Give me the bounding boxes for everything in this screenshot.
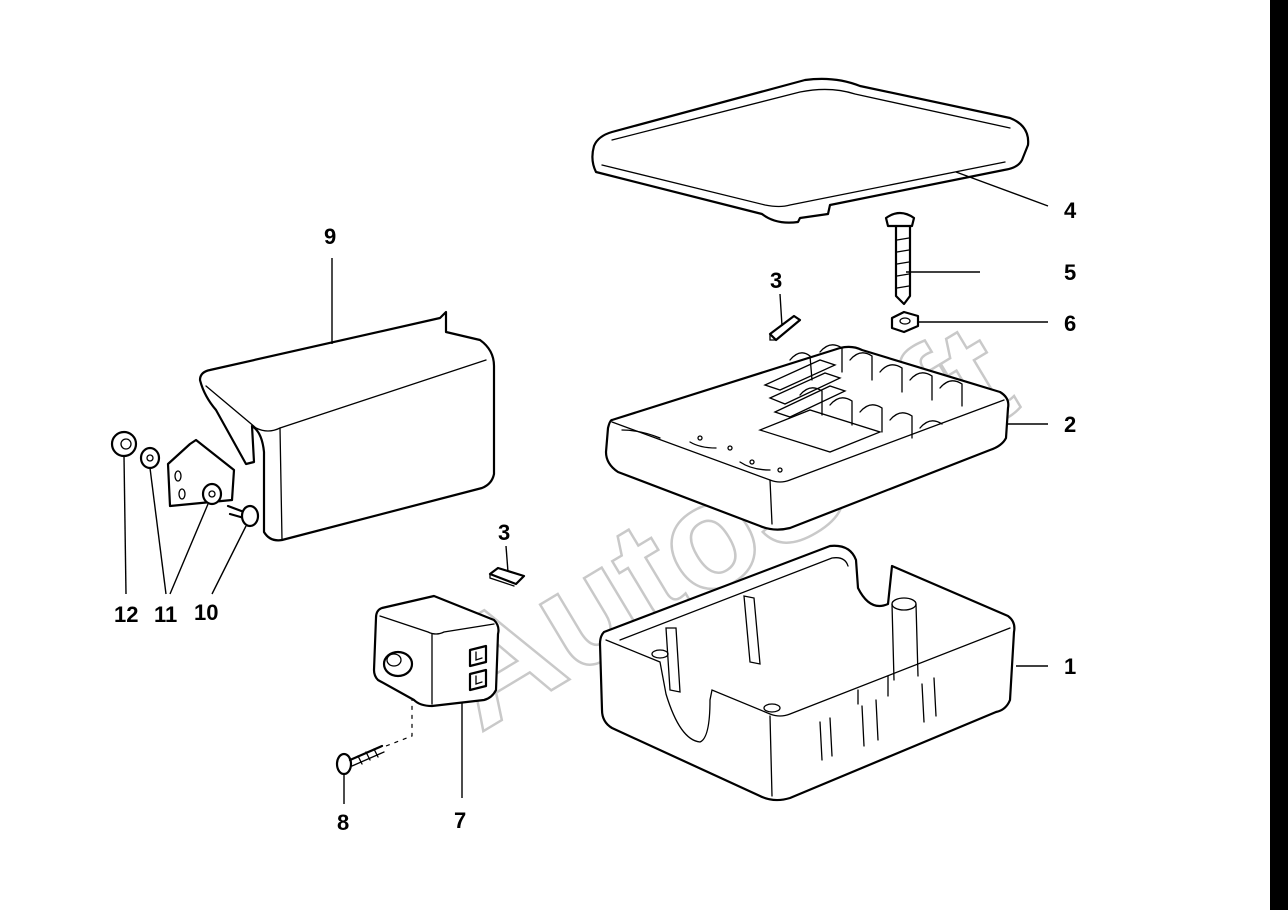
label-part-10: 10 [194, 600, 218, 625]
label-part-12: 12 [114, 602, 138, 627]
label-part-11: 11 [154, 602, 177, 627]
part-3-fuse-lower[interactable] [488, 566, 526, 587]
part-8-screw[interactable] [335, 700, 413, 776]
part-7-relay[interactable] [372, 594, 500, 708]
right-edge-border [1270, 0, 1288, 910]
label-part-7: 7 [454, 808, 466, 833]
label-part-6: 6 [1064, 311, 1076, 336]
label-part-3-upper: 3 [770, 268, 782, 293]
label-part-3-lower: 3 [498, 520, 510, 545]
part-10-bolt[interactable] [226, 504, 260, 528]
part-12-nut[interactable] [110, 430, 138, 458]
label-part-4: 4 [1064, 198, 1077, 223]
part-11-washer-left[interactable] [139, 446, 161, 470]
label-part-2: 2 [1064, 412, 1076, 437]
part-9-cover[interactable] [166, 310, 496, 542]
part-3-fuse-upper[interactable] [768, 314, 802, 342]
part-11-washer-right[interactable] [201, 482, 223, 506]
part-4-lid[interactable] [591, 77, 1030, 224]
part-2-fuse-holder[interactable] [604, 344, 1010, 531]
label-part-8: 8 [337, 810, 349, 835]
label-part-9: 9 [324, 224, 336, 249]
label-part-1: 1 [1064, 654, 1076, 679]
part-5-bolt[interactable] [884, 211, 916, 306]
part-1-base-box[interactable] [598, 544, 1016, 802]
part-6-nut[interactable] [890, 310, 920, 334]
label-part-5: 5 [1064, 260, 1076, 285]
leader-lines [123, 171, 1049, 804]
